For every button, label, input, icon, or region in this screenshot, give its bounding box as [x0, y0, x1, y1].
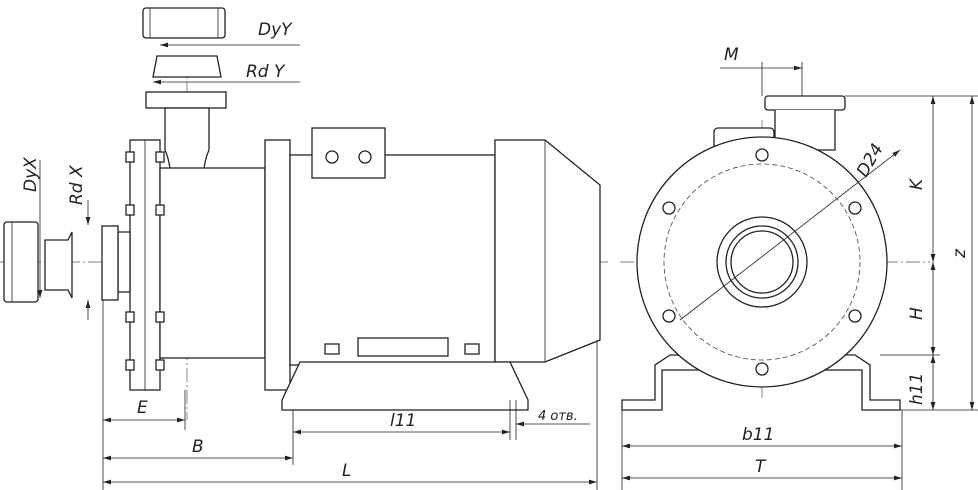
fan-cover	[494, 139, 601, 363]
outlet-nut	[152, 55, 222, 78]
label-h: H	[907, 307, 927, 320]
label-holes: 4 отв.	[538, 409, 578, 424]
outlet-flange	[145, 91, 227, 109]
label-k: K	[907, 177, 927, 190]
outlet-cap	[142, 7, 226, 39]
terminal-box	[311, 127, 386, 179]
side-view	[3, 7, 601, 411]
dimensions	[37, 42, 978, 490]
inlet-cap	[3, 221, 39, 303]
label-m: M	[724, 45, 739, 65]
bolt-holes	[662, 148, 862, 376]
front-view	[621, 95, 901, 411]
label-b11: b11	[742, 425, 774, 445]
label-rdx: Rd X	[67, 165, 87, 205]
base-feet	[621, 354, 901, 411]
label-rdy: Rd Y	[246, 62, 286, 82]
label-l: L	[342, 461, 351, 481]
motor-flange	[264, 139, 291, 391]
label-b: B	[192, 437, 204, 457]
label-z: z	[950, 248, 970, 259]
label-dyy: DyY	[258, 20, 293, 40]
pump-casing	[159, 167, 266, 359]
bolts	[125, 151, 165, 371]
label-t: T	[755, 457, 767, 477]
label-dyx: DyX	[21, 157, 41, 192]
outlet-top-flange	[764, 95, 846, 111]
label-l11: l11	[390, 411, 416, 431]
pump-cover	[636, 136, 888, 388]
label-e: E	[137, 398, 148, 418]
inlet-flange	[101, 225, 119, 301]
dimension-labels: DyY Rd Y DyX Rd X E B L l11 4 отв. b11 T…	[21, 20, 970, 481]
inlet-nut	[44, 231, 73, 299]
motor-body	[289, 154, 496, 366]
label-h11: h11	[907, 373, 927, 405]
motor-foot-plate	[357, 337, 449, 357]
inlet-flange-front	[716, 216, 808, 308]
label-d24: D24	[853, 140, 888, 180]
motor-base	[281, 361, 529, 411]
inlet-nozzle	[117, 231, 131, 293]
